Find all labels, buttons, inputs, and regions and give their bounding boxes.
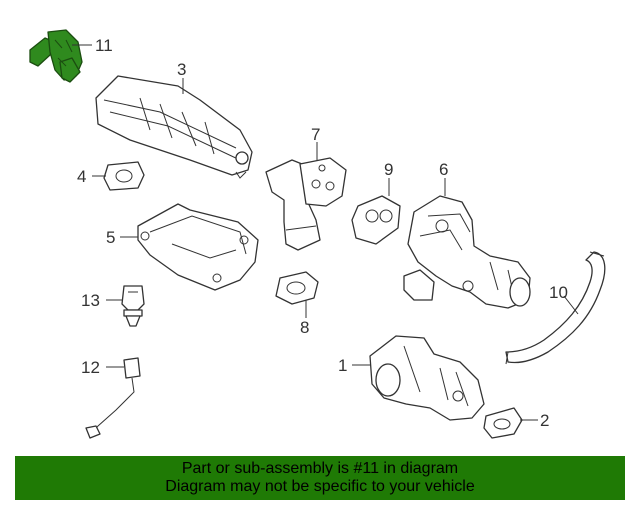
part-10-hose[interactable] bbox=[505, 251, 606, 365]
callout-10: 10 bbox=[549, 283, 568, 302]
callout-13: 13 bbox=[81, 291, 100, 310]
callout-5: 5 bbox=[106, 228, 115, 247]
part-9-gasket[interactable] bbox=[351, 195, 401, 245]
parts-diagram: 11 3 4 5 7 8 bbox=[29, 29, 606, 439]
part-7-egr-pipe[interactable] bbox=[265, 157, 347, 251]
callout-7: 7 bbox=[311, 125, 320, 144]
part-4-gasket[interactable] bbox=[103, 161, 145, 191]
callout-1: 1 bbox=[338, 356, 347, 375]
part-8-gasket[interactable] bbox=[275, 271, 319, 305]
callout-2: 2 bbox=[540, 411, 549, 430]
part-1-egr-valve-body[interactable] bbox=[369, 335, 485, 421]
callout-8: 8 bbox=[300, 318, 309, 337]
callout-6: 6 bbox=[439, 160, 448, 179]
callout-3: 3 bbox=[177, 60, 186, 79]
part-2-gasket[interactable] bbox=[483, 407, 523, 439]
callout-9: 9 bbox=[384, 160, 393, 179]
callout-12: 12 bbox=[81, 358, 100, 377]
leader-10 bbox=[563, 295, 579, 315]
banner-line-1: Part or sub-assembly is #11 in diagram bbox=[181, 460, 459, 477]
info-banner: Part or sub-assembly is #11 in diagram D… bbox=[15, 456, 625, 500]
part-12-temperature-sensor[interactable] bbox=[85, 357, 141, 439]
callout-4: 4 bbox=[77, 167, 86, 186]
part-13-sensor[interactable] bbox=[121, 285, 145, 327]
part-11-sensor-highlighted[interactable] bbox=[29, 29, 83, 83]
part-6-egr-valve[interactable] bbox=[403, 195, 531, 309]
callout-11: 11 bbox=[95, 36, 113, 55]
part-5-bracket[interactable] bbox=[137, 203, 259, 291]
part-3-egr-cooler[interactable] bbox=[95, 75, 253, 179]
banner-line-2: Diagram may not be specific to your vehi… bbox=[165, 478, 475, 495]
